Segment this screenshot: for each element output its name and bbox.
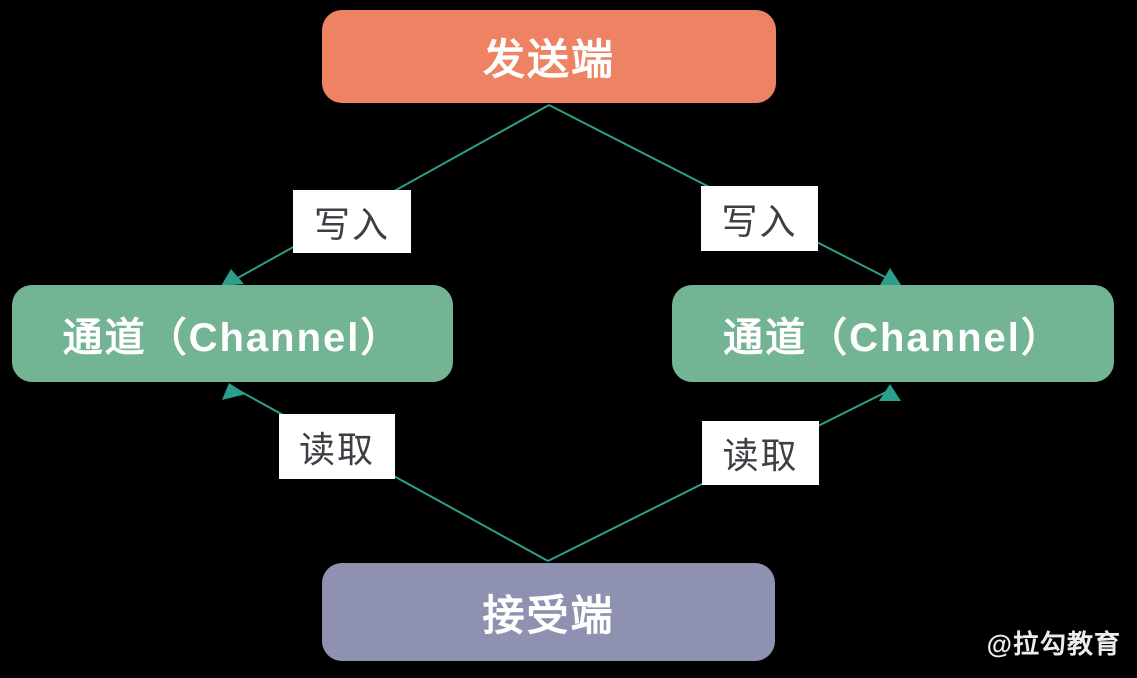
channel-left-node-label: 通道（Channel） — [62, 315, 403, 360]
channel-right-node: 通道（Channel） — [672, 285, 1114, 382]
arrowhead-channel-left-bottom — [222, 383, 246, 400]
arrowhead-channel-right-top — [880, 268, 901, 285]
watermark-text: @拉勾教育 — [986, 629, 1121, 659]
watermark: @拉勾教育 — [987, 624, 1121, 661]
write-label-right: 写入 — [701, 186, 818, 251]
read-label-left-text: 读取 — [298, 428, 375, 470]
arrowhead-channel-right-bottom — [879, 384, 901, 401]
sender-node: 发送端 — [322, 10, 776, 103]
arrowhead-channel-left-top — [221, 269, 244, 286]
receiver-node: 接受端 — [322, 563, 775, 661]
receiver-node-label: 接受端 — [482, 591, 615, 639]
sender-node-label: 发送端 — [482, 36, 615, 83]
write-label-left: 写入 — [293, 190, 411, 253]
channel-right-node-label: 通道（Channel） — [723, 315, 1063, 360]
read-label-right-text: 读取 — [722, 435, 799, 476]
read-label-left: 读取 — [279, 414, 395, 479]
write-label-right-text: 写入 — [721, 200, 798, 242]
channel-left-node: 通道（Channel） — [12, 285, 453, 382]
write-label-left-text: 写入 — [313, 203, 390, 245]
read-label-right: 读取 — [702, 421, 819, 485]
